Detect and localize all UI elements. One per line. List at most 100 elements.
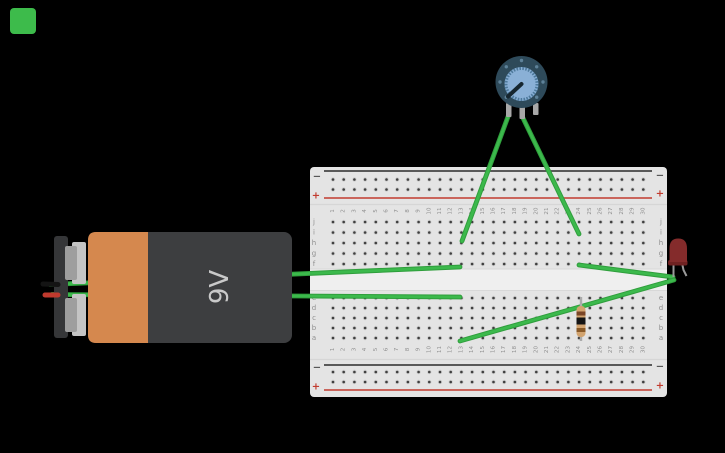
breadboard-hole[interactable] [545,380,549,384]
breadboard-hole[interactable] [481,336,485,340]
breadboard-hole[interactable] [395,231,399,234]
breadboard-hole[interactable] [556,326,559,330]
breadboard-hole[interactable] [353,370,356,374]
breadboard-hole[interactable] [470,306,474,310]
breadboard-hole[interactable] [492,262,495,266]
breadboard-hole[interactable] [588,326,592,330]
breadboard-hole[interactable] [620,188,624,191]
breadboard-hole[interactable] [567,231,570,234]
breadboard-hole[interactable] [513,370,517,374]
breadboard-hole[interactable] [428,316,431,320]
breadboard-hole[interactable] [363,220,367,224]
breadboard-hole[interactable] [417,262,420,266]
breadboard-hole[interactable] [567,370,570,374]
breadboard-hole[interactable] [545,370,549,374]
breadboard-hole[interactable] [342,231,346,234]
breadboard-hole[interactable] [470,188,474,191]
breadboard-hole[interactable] [513,188,517,191]
breadboard-hole[interactable] [556,220,559,224]
breadboard-hole[interactable] [385,231,388,234]
breadboard-hole[interactable] [460,380,463,384]
breadboard-hole[interactable] [363,231,367,234]
breadboard-hole[interactable] [545,188,549,191]
breadboard-hole[interactable] [609,220,613,224]
breadboard-hole[interactable] [481,262,485,266]
breadboard-hole[interactable] [353,178,356,181]
breadboard-hole[interactable] [642,306,645,310]
selected-component-indicator[interactable] [10,8,36,34]
breadboard-hole[interactable] [428,252,431,255]
breadboard-hole[interactable] [567,252,570,255]
breadboard-hole[interactable] [385,220,388,224]
breadboard-hole[interactable] [470,262,474,266]
breadboard-hole[interactable] [567,296,570,300]
breadboard-hole[interactable] [449,231,453,234]
breadboard-hole[interactable] [513,336,517,340]
breadboard-hole[interactable] [513,262,517,266]
breadboard-hole[interactable] [449,336,453,340]
breadboard-hole[interactable] [556,316,559,320]
breadboard-hole[interactable] [599,380,602,384]
breadboard-hole[interactable] [535,336,538,340]
breadboard-hole[interactable] [631,370,634,374]
breadboard-hole[interactable] [406,380,410,384]
breadboard-hole[interactable] [502,220,506,224]
breadboard-hole[interactable] [353,220,356,224]
breadboard-hole[interactable] [428,241,431,245]
breadboard-hole[interactable] [395,178,399,181]
breadboard-hole[interactable] [363,336,367,340]
breadboard-hole[interactable] [631,252,634,255]
breadboard-hole[interactable] [363,370,367,374]
breadboard-hole[interactable] [449,380,453,384]
breadboard-hole[interactable] [353,380,356,384]
breadboard-hole[interactable] [374,188,378,191]
breadboard-hole[interactable] [331,231,335,234]
breadboard-hole[interactable] [331,241,335,245]
breadboard-hole[interactable] [588,336,592,340]
breadboard-hole[interactable] [342,370,346,374]
breadboard-hole[interactable] [331,336,335,340]
breadboard-hole[interactable] [567,380,570,384]
breadboard-hole[interactable] [556,241,559,245]
breadboard-hole[interactable] [577,296,581,300]
breadboard-hole[interactable] [395,370,399,374]
breadboard-hole[interactable] [481,370,485,374]
breadboard-hole[interactable] [428,370,431,374]
breadboard-hole[interactable] [599,241,602,245]
breadboard[interactable]: 1122334455667788991010111112121313141415… [310,167,667,397]
breadboard-hole[interactable] [524,252,527,255]
breadboard-hole[interactable] [353,231,356,234]
breadboard-hole[interactable] [406,326,410,330]
breadboard-hole[interactable] [481,306,485,310]
breadboard-hole[interactable] [363,262,367,266]
breadboard-hole[interactable] [492,306,495,310]
pot-leg-1[interactable] [506,103,512,117]
breadboard-hole[interactable] [470,316,474,320]
breadboard-hole[interactable] [449,306,453,310]
breadboard-hole[interactable] [545,252,549,255]
breadboard-hole[interactable] [374,220,378,224]
breadboard-hole[interactable] [449,252,453,255]
breadboard-hole[interactable] [363,178,367,181]
breadboard-hole[interactable] [567,241,570,245]
breadboard-hole[interactable] [470,326,474,330]
breadboard-hole[interactable] [577,370,581,374]
breadboard-hole[interactable] [535,370,538,374]
breadboard-hole[interactable] [438,326,442,330]
breadboard-hole[interactable] [481,220,485,224]
breadboard-hole[interactable] [535,296,538,300]
breadboard-hole[interactable] [342,178,346,181]
breadboard-hole[interactable] [524,220,527,224]
breadboard-hole[interactable] [620,326,624,330]
breadboard-hole[interactable] [556,262,559,266]
breadboard-hole[interactable] [567,220,570,224]
breadboard-hole[interactable] [556,231,559,234]
breadboard-hole[interactable] [502,316,506,320]
breadboard-hole[interactable] [620,370,624,374]
breadboard-hole[interactable] [481,252,485,255]
breadboard-hole[interactable] [353,241,356,245]
resistor[interactable] [576,297,586,341]
breadboard-hole[interactable] [417,306,420,310]
breadboard-hole[interactable] [609,306,613,310]
breadboard-hole[interactable] [588,220,592,224]
